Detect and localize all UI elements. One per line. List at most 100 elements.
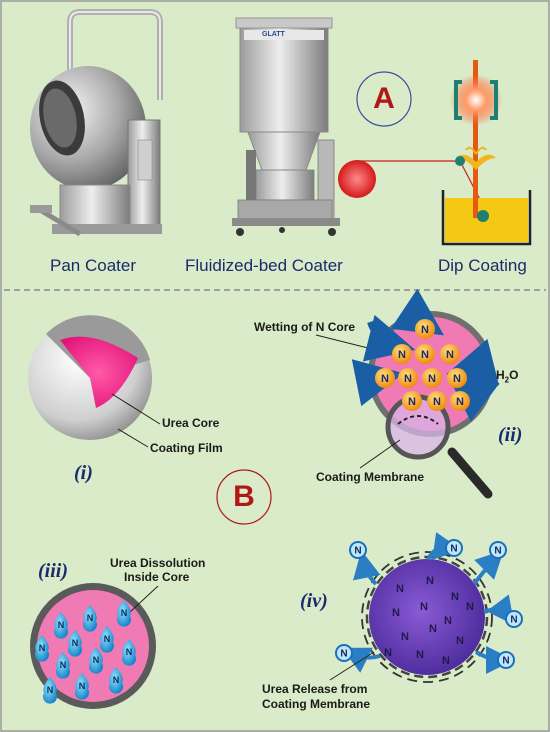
n-core-circle [392, 344, 412, 364]
urea-droplet [100, 626, 115, 653]
released-n-inner [337, 646, 351, 660]
urea-droplet-symbol: N [93, 655, 100, 665]
coating-film-label: Coating Film [150, 441, 223, 455]
coating-membrane-label: Coating Membrane [316, 470, 425, 484]
panel-a-label: A [373, 82, 395, 115]
dip-coating-caption: Dip Coating [438, 256, 527, 275]
released-n-inner [351, 543, 365, 557]
h2o-label: H2O [496, 368, 518, 384]
n-core-circle [427, 391, 447, 411]
inner-n-symbol: N [392, 607, 400, 619]
released-n-symbol: N [494, 546, 501, 557]
inner-n-symbol: N [384, 647, 392, 659]
inner-n-symbol: N [466, 601, 474, 613]
h2o-h: H [496, 368, 505, 382]
urea-droplet [75, 673, 89, 700]
inner-n-symbol: N [442, 655, 450, 667]
roman-numeral-iii: (iii) [38, 560, 68, 582]
n-core-symbol: N [381, 373, 389, 385]
urea-droplet-symbol: N [47, 685, 54, 695]
n-core-circle [447, 368, 467, 388]
fluidized-bed-coater-illustration: GLATT [232, 17, 340, 236]
inner-n-symbol: N [429, 623, 437, 635]
n-core-circle [440, 344, 460, 364]
inner-n-symbol: N [396, 583, 404, 595]
urea-droplet [117, 600, 131, 627]
release-label-line1: Urea Release from [262, 682, 368, 696]
n-core-circle [375, 368, 395, 388]
release-label-line2: Coating Membrane [262, 697, 371, 711]
inner-n-symbol: N [451, 591, 459, 603]
n-core-circle [415, 344, 435, 364]
urea-droplet [122, 639, 137, 666]
urea-droplet-symbol: N [72, 638, 79, 648]
urea-droplet-symbol: N [60, 660, 67, 670]
fluidized-bed-caption: Fluidized-bed Coater [185, 256, 343, 275]
released-n-symbol: N [354, 546, 361, 557]
dissolution-label-line1: Urea Dissolution [110, 556, 206, 570]
wetting-label: Wetting of N Core [254, 320, 356, 334]
n-core-circle [402, 391, 422, 411]
n-core-symbol: N [433, 396, 441, 408]
urea-droplet [56, 652, 70, 679]
n-core-symbol: N [446, 349, 454, 361]
urea-droplet-symbol: N [126, 647, 133, 657]
panel-b-label: B [233, 480, 255, 513]
released-n-inner [491, 543, 505, 557]
n-core-symbol: N [453, 373, 461, 385]
urea-droplet [83, 605, 97, 632]
inner-n-symbol: N [416, 649, 424, 661]
released-n-inner [447, 541, 461, 555]
n-core-symbol: N [408, 396, 416, 408]
h2o-subscript: 2 [504, 375, 510, 385]
urea-droplet-symbol: N [39, 643, 46, 653]
urea-core-label: Urea Core [162, 416, 220, 430]
released-n-inner [499, 653, 513, 667]
urea-droplet [89, 647, 104, 674]
n-core-symbol: N [456, 396, 464, 408]
released-n-symbol: N [502, 656, 509, 667]
urea-droplet-symbol: N [87, 613, 94, 623]
urea-droplet [68, 630, 83, 657]
n-core-symbol: N [421, 349, 429, 361]
dip-sample-ball [338, 160, 376, 198]
inner-n-symbol: N [401, 631, 409, 643]
released-n-symbol: N [510, 615, 517, 626]
urea-droplet [109, 667, 124, 694]
n-core-circle [422, 368, 442, 388]
panel-a-circle [356, 71, 412, 127]
released-n-symbol: N [340, 649, 347, 660]
roman-numeral-i: (i) [74, 462, 93, 484]
n-core-symbol: N [421, 324, 429, 336]
pan-coater-illustration [30, 9, 163, 237]
inner-n-symbol: N [444, 615, 452, 627]
release-diagram [329, 532, 515, 683]
inner-n-symbol: N [456, 635, 464, 647]
panel-b-circle [216, 469, 272, 525]
n-core-symbol: N [428, 373, 436, 385]
n-core-circle [415, 319, 435, 339]
urea-droplet-symbol: N [79, 681, 86, 691]
urea-droplet-symbol: N [58, 620, 65, 630]
fluid-brand-text: GLATT [262, 31, 286, 38]
h2o-o: O [509, 368, 519, 382]
n-core-symbol: N [404, 373, 412, 385]
released-n-inner [507, 612, 521, 626]
coated-granule-cutaway [28, 315, 161, 448]
roman-numeral-ii: (ii) [498, 424, 523, 446]
roman-numeral-iv: (iv) [300, 590, 328, 612]
n-core-symbol: N [398, 349, 406, 361]
urea-droplet [54, 612, 69, 639]
released-n-symbol: N [450, 544, 457, 555]
dip-coating-illustration [338, 60, 532, 246]
dissolution-label-line2: Inside Core [124, 570, 190, 584]
pan-coater-caption: Pan Coater [50, 256, 136, 275]
inner-n-symbol: N [426, 575, 434, 587]
urea-droplet-symbol: N [113, 675, 120, 685]
inner-n-symbol: N [420, 601, 428, 613]
